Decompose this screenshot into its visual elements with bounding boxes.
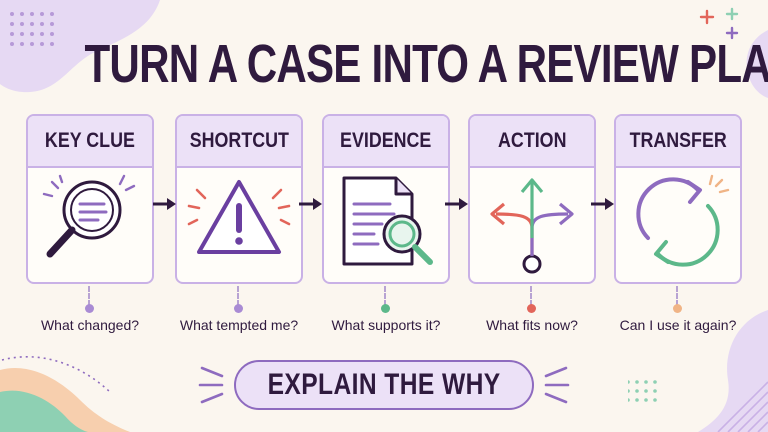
burst-lines-right-decoration [544, 366, 570, 404]
step-connector [384, 286, 388, 306]
flow-arrow-icon [299, 198, 322, 210]
step-dot [673, 304, 682, 313]
step-connector [530, 286, 534, 306]
step-card-transfer: TRANSFER [614, 114, 742, 284]
step-card-header: KEY CLUE [28, 116, 152, 168]
step-connector [88, 286, 92, 306]
step-dot [85, 304, 94, 313]
flow-arrow-icon [591, 198, 614, 210]
step-dot [234, 304, 243, 313]
step-card-header: SHORTCUT [177, 116, 301, 168]
step-dot [381, 304, 390, 313]
page-title: TURN A CASE INTO A REVIEW PLAN [84, 34, 768, 94]
pill-label: EXPLAIN THE WHY [267, 368, 501, 401]
step-card-header: EVIDENCE [324, 116, 448, 168]
step-connector [676, 286, 680, 306]
step-card-shortcut: SHORTCUT [175, 114, 303, 284]
step-label: TRANSFER [629, 129, 727, 152]
step-label: KEY CLUE [45, 129, 135, 152]
step-dot [527, 304, 536, 313]
step-label: EVIDENCE [340, 129, 432, 152]
right-edge-blob-decoration [746, 30, 768, 98]
warning-icon [187, 180, 291, 254]
step-card-action: ACTION [468, 114, 596, 284]
step-question: What tempted me? [179, 317, 299, 333]
flow-arrow-icon [445, 198, 468, 210]
step-question: What changed? [40, 317, 140, 333]
step-card-header: TRANSFER [616, 116, 740, 168]
step-question: Can I use it again? [619, 317, 737, 333]
burst-lines-left-decoration [198, 366, 224, 404]
bottom-left-wave-decoration [0, 356, 130, 432]
top-left-blob-decoration [0, 0, 160, 93]
magnifier-icon [42, 174, 136, 258]
step-question: What supports it? [331, 317, 441, 333]
step-label: SHORTCUT [189, 129, 289, 152]
step-card-header: ACTION [470, 116, 594, 168]
flow-arrow-icon [153, 198, 176, 210]
step-connector [237, 286, 241, 306]
bottom-right-blob-decoration [628, 310, 768, 432]
step-card-evidence: EVIDENCE [322, 114, 450, 284]
step-question: What fits now? [486, 317, 578, 333]
step-label: ACTION [497, 129, 567, 152]
explain-why-pill: EXPLAIN THE WHY [234, 360, 534, 410]
sparkle-plus-decoration [699, 7, 739, 40]
cycle-arrows-icon [636, 174, 730, 267]
branching-arrows-icon [490, 178, 574, 274]
step-card-key-clue: KEY CLUE [26, 114, 154, 284]
document-search-icon [342, 176, 433, 266]
